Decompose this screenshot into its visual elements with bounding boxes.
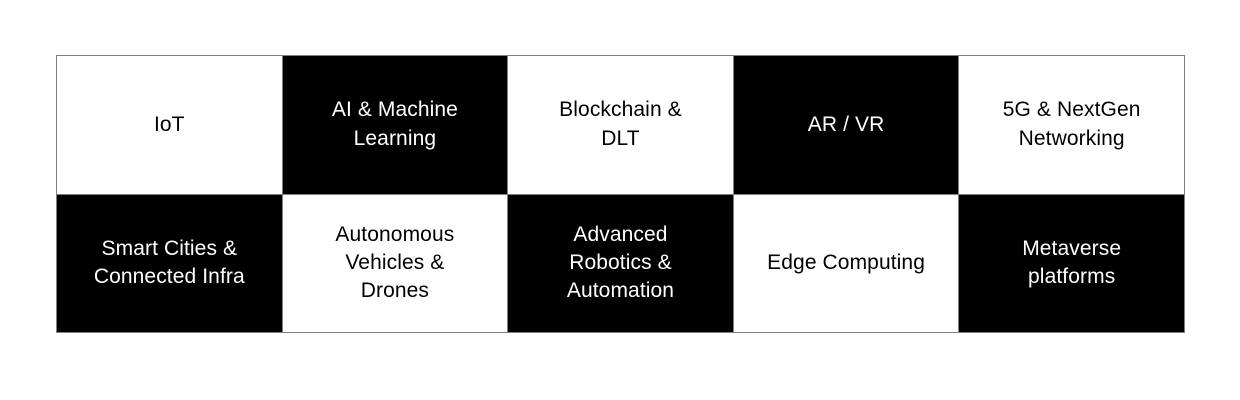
grid-cell-label: Edge Computing [767,251,925,275]
grid-cell-label: AR / VR [807,112,885,136]
grid-cell-label: IoT [153,112,185,136]
grid-cell-smart-cities-connected-infra[interactable]: Smart Cities & Connected Infra [56,193,283,333]
grid-cell-5g-nextgen-networking[interactable]: 5G & NextGen Networking [958,55,1185,195]
grid-cell-advanced-robotics-automation[interactable]: Advanced Robotics & Automation [507,193,734,333]
grid-cell-ai-machine-learning[interactable]: AI & Machine Learning [281,55,509,195]
grid-cell-label: Metaverse platforms [1022,236,1122,289]
grid-cell-label: Autonomous Vehicles & Drones [335,222,455,303]
grid-cell-label: AI & Machine Learning [331,98,458,150]
emerging-technology-grid: IoT AI & Machine Learning Blockchain & D… [56,55,1185,333]
grid-cell-iot[interactable]: IoT [56,55,283,195]
table-row: IoT AI & Machine Learning Blockchain & D… [56,55,1185,195]
grid-cell-ar-vr[interactable]: AR / VR [732,55,960,195]
grid-cell-label: Smart Cities & Connected Infra [93,236,245,289]
grid-cell-metaverse-platforms[interactable]: Metaverse platforms [958,193,1185,333]
grid-cell-edge-computing[interactable]: Edge Computing [732,193,960,333]
table-row: Smart Cities & Connected Infra Autonomou… [56,193,1185,333]
grid-cell-label: Blockchain & DLT [559,98,682,150]
grid-cell-label: Advanced Robotics & Automation [566,222,675,303]
grid-body: IoT AI & Machine Learning Blockchain & D… [56,55,1185,333]
grid-cell-autonomous-vehicles-drones[interactable]: Autonomous Vehicles & Drones [281,193,509,333]
grid-cell-blockchain-dlt[interactable]: Blockchain & DLT [507,55,734,195]
grid-cell-label: 5G & NextGen Networking [1002,98,1141,150]
